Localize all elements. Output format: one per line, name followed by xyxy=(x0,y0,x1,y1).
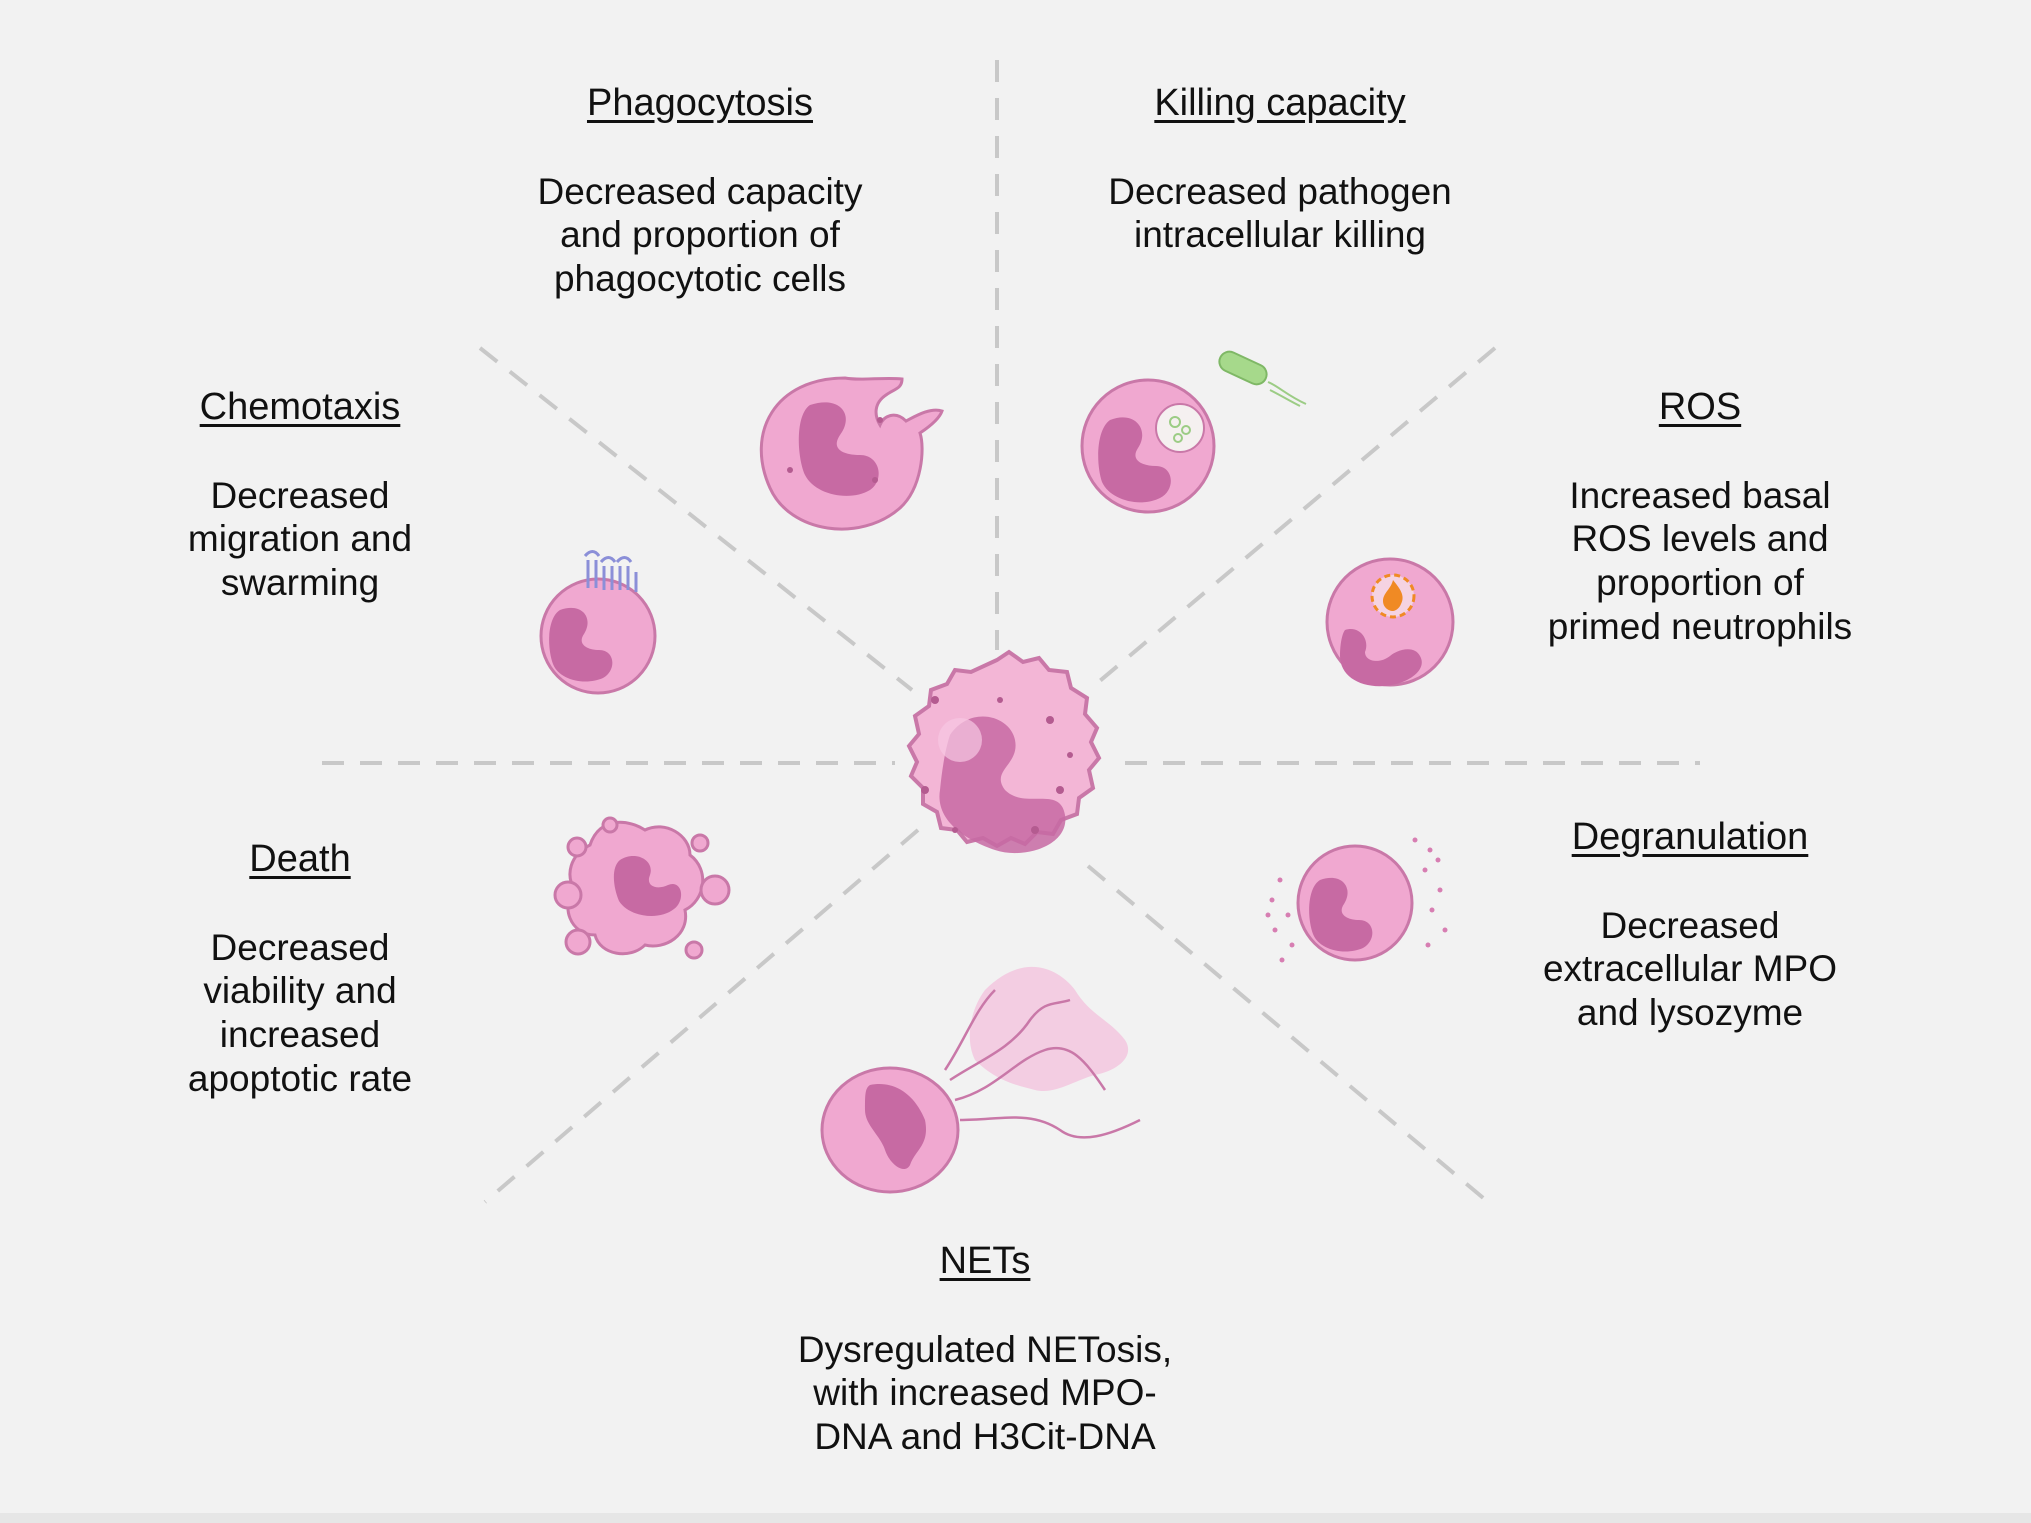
death-heading: Death xyxy=(249,838,351,880)
killing-capacity-heading: Killing capacity xyxy=(1154,82,1406,124)
divider-diagonal-lower-left xyxy=(483,828,920,1204)
phagocytosis-description: Decreased capacity and proportion of pha… xyxy=(537,170,863,299)
death-section: Death Decreased viability and increased … xyxy=(150,838,450,1100)
ros-heading: ROS xyxy=(1658,386,1742,428)
nets-cell-icon xyxy=(820,966,1141,1194)
degranulation-cell-icon xyxy=(1265,837,1448,963)
nets-heading: NETs xyxy=(939,1240,1031,1282)
nets-section: NETs Dysregulated NETosis, with increase… xyxy=(730,1240,1240,1459)
ros-section: ROS Increased basal ROS levels and propo… xyxy=(1500,386,1900,648)
chemotaxis-description: Decreased migration and swarming xyxy=(187,474,413,603)
degranulation-description: Decreased extracellular MPO and lysozyme xyxy=(1542,904,1838,1033)
nets-description: Dysregulated NETosis, with increased MPO… xyxy=(797,1328,1173,1457)
death-description: Decreased viability and increased apopto… xyxy=(187,926,413,1099)
phagocytosis-heading: Phagocytosis xyxy=(586,82,813,124)
chemotaxis-section: Chemotaxis Decreased migration and swarm… xyxy=(150,386,450,605)
phagocytosis-cell-icon xyxy=(759,376,944,531)
divider-diagonal-upper-right xyxy=(1093,346,1497,687)
divider-diagonal-upper-left xyxy=(478,346,914,692)
divider-diagonal-lower-right xyxy=(1086,864,1490,1204)
bacterium-icon xyxy=(1218,350,1307,407)
central-neutrophil-icon xyxy=(906,649,1102,854)
ros-description: Increased basal ROS levels and proportio… xyxy=(1547,474,1853,647)
killing-cell-icon xyxy=(1080,350,1307,514)
phagocytosis-section: Phagocytosis Decreased capacity and prop… xyxy=(480,82,920,301)
flame-icon xyxy=(1383,580,1403,611)
degranulation-section: Degranulation Decreased extracellular MP… xyxy=(1500,816,1880,1035)
degranulation-heading: Degranulation xyxy=(1571,816,1809,858)
bottom-strip xyxy=(0,1513,2031,1523)
death-cell-icon xyxy=(553,816,731,960)
chemotaxis-heading: Chemotaxis xyxy=(199,386,401,428)
killing-capacity-description: Decreased pathogen intracellular killing xyxy=(1108,170,1452,256)
chemotaxis-cell-icon xyxy=(539,550,657,695)
killing-capacity-section: Killing capacity Decreased pathogen intr… xyxy=(1060,82,1500,257)
ros-cell-icon xyxy=(1325,557,1455,687)
receptor-icon xyxy=(583,550,638,592)
divider-lines xyxy=(322,60,1700,1204)
